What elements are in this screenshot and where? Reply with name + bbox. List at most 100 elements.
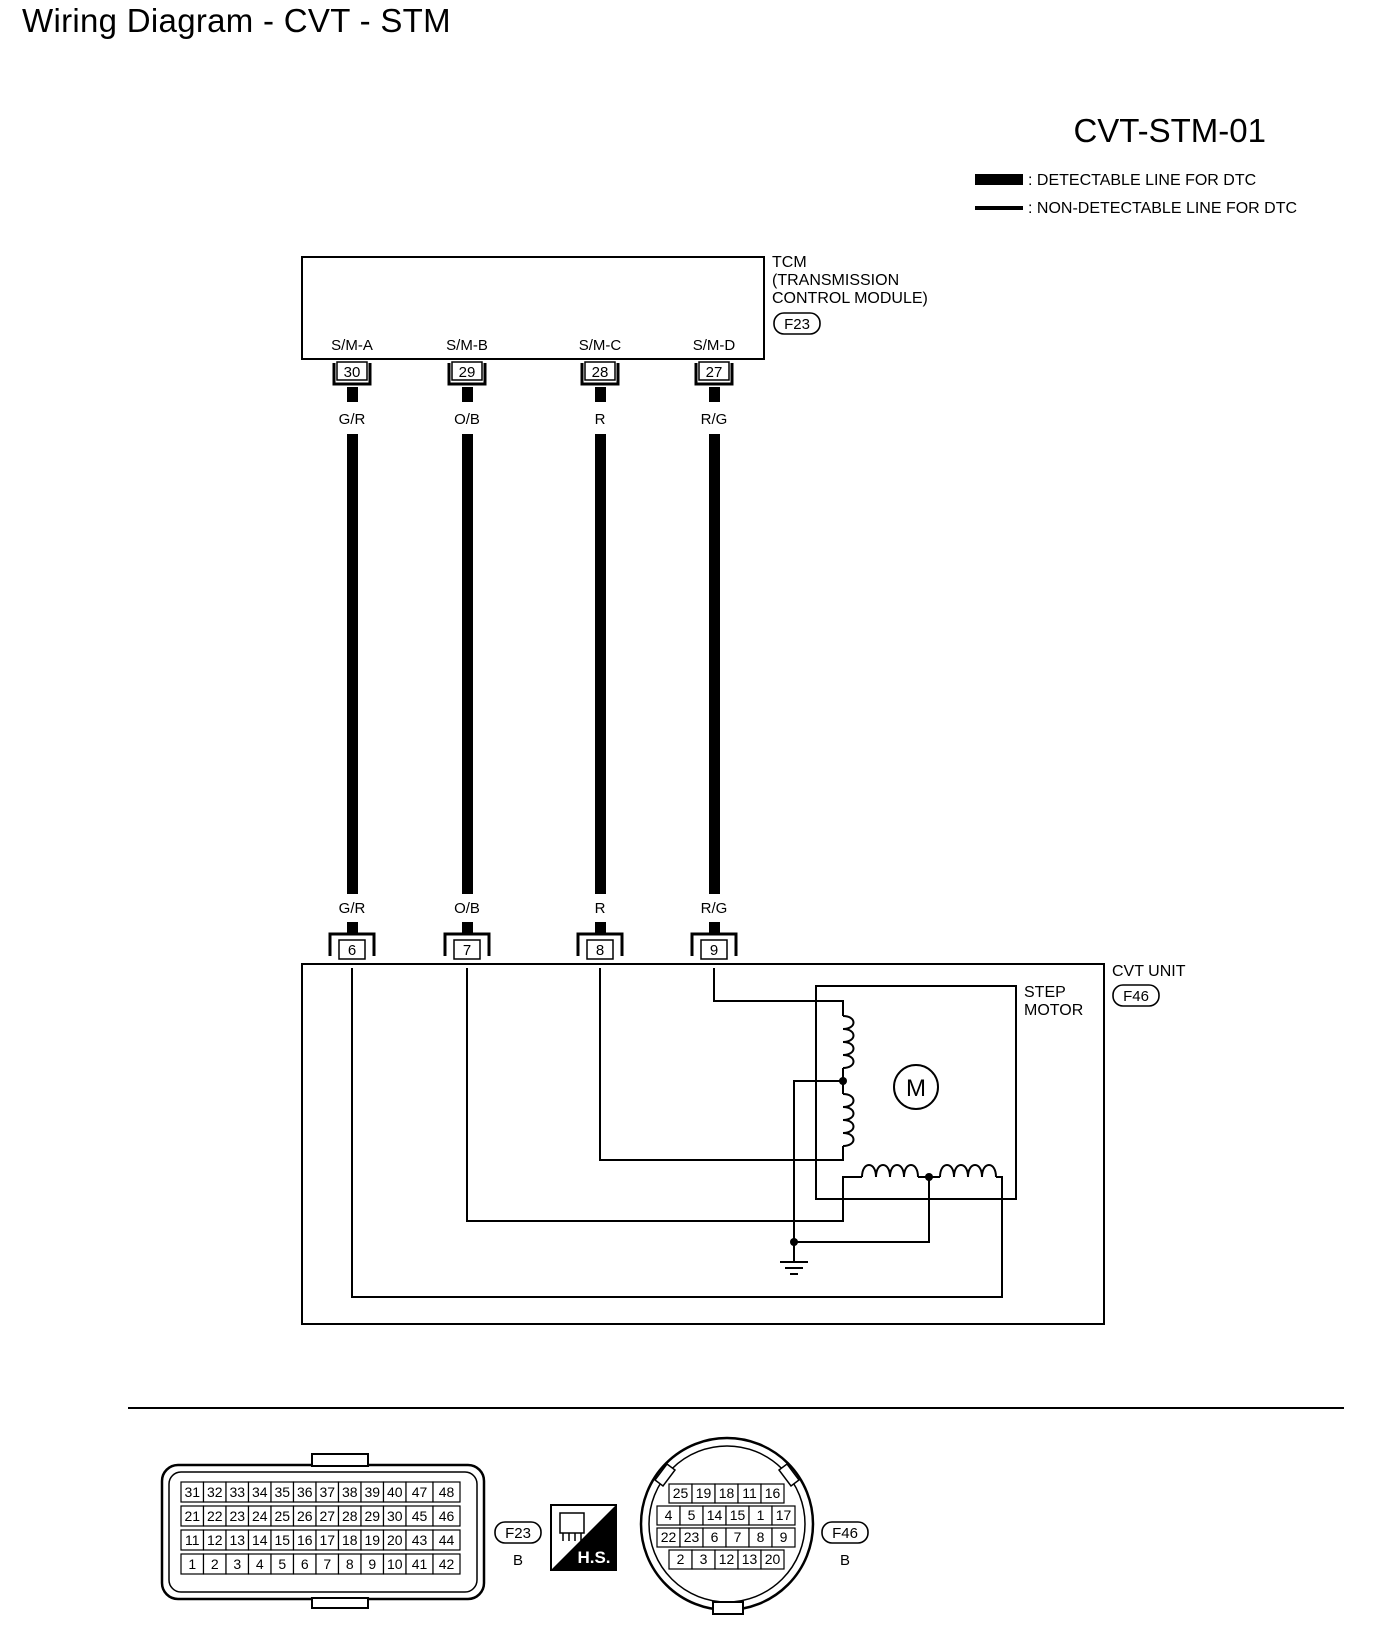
connector-pin-number: 14 xyxy=(252,1532,268,1548)
connector-pin-number: 1 xyxy=(757,1507,765,1523)
connector-pin-number: 19 xyxy=(364,1532,380,1548)
connector-pin-cell: 20 xyxy=(760,1549,785,1570)
harness-side-icon: H.S. xyxy=(550,1504,617,1571)
wire-color-bottom: R/G xyxy=(701,900,728,917)
tcm-pin-name: S/M-C xyxy=(579,337,622,354)
junction-dot xyxy=(790,1238,798,1246)
connector-pin-cell: 12 xyxy=(202,1529,227,1551)
connector-pin-cell: 32 xyxy=(202,1481,227,1503)
connector-pin-cell: 48 xyxy=(432,1481,461,1503)
connector-pin-number: 2 xyxy=(677,1551,685,1567)
f46-badge xyxy=(821,1521,869,1544)
connector-pin-number: 4 xyxy=(665,1507,673,1523)
tcm-pin-name: S/M-A xyxy=(331,337,373,354)
f23-label: F23 xyxy=(505,1525,531,1542)
connector-pin-cell: 20 xyxy=(382,1529,407,1551)
connector-pin-cell: 23 xyxy=(225,1505,250,1527)
internal-wiring xyxy=(351,968,1003,1298)
connector-pin-cell: 1 xyxy=(748,1505,773,1526)
connector-pin-number: 22 xyxy=(661,1529,677,1545)
connector-pin-number: 5 xyxy=(688,1507,696,1523)
connector-pin-number: 9 xyxy=(780,1529,788,1545)
connector-pin-number: 23 xyxy=(684,1529,700,1545)
connector-pin-cell: 16 xyxy=(760,1483,785,1504)
coil-right xyxy=(939,1164,997,1178)
connector-pin-number: 23 xyxy=(229,1508,245,1524)
tcm-pin-3: S/M-C 28 R R xyxy=(579,337,622,917)
connector-pin-cell: 36 xyxy=(292,1481,317,1503)
connector-pin-number: 31 xyxy=(184,1484,200,1500)
connector-pin-number: 28 xyxy=(342,1508,358,1524)
hs-label: H.S. xyxy=(577,1548,610,1567)
cvt-pin-4: 9 xyxy=(690,922,738,960)
tcm-module: TCM (TRANSMISSION CONTROL MODULE) F23 xyxy=(301,254,928,360)
tcm-connector-label: F23 xyxy=(784,316,810,333)
coil-upper xyxy=(842,1015,855,1069)
tcm-pin-name: S/M-B xyxy=(446,337,488,354)
connector-pin-number: 40 xyxy=(387,1484,403,1500)
junction-dot xyxy=(925,1173,933,1181)
wire-o-b xyxy=(462,434,473,894)
connector-pin-number: 7 xyxy=(734,1529,742,1545)
motor-symbol xyxy=(893,1064,939,1110)
wire-color-bottom: O/B xyxy=(454,900,480,917)
connector-pin-number: 16 xyxy=(765,1485,781,1501)
connector-pin-number: 38 xyxy=(342,1484,358,1500)
connector-pin-cell: 46 xyxy=(432,1505,461,1527)
connector-pin-number: 7 xyxy=(323,1556,331,1572)
step-motor-label: STEP xyxy=(1024,984,1066,1001)
connector-pin-cell: 11 xyxy=(180,1529,205,1551)
tcm-pin-number: 27 xyxy=(706,364,723,381)
wire-g-r xyxy=(347,434,358,894)
cvt-pin-number: 8 xyxy=(596,942,604,959)
connector-pin-number: 3 xyxy=(233,1556,241,1572)
cvt-pin-number: 9 xyxy=(710,942,718,959)
connector-pin-number: 15 xyxy=(274,1532,290,1548)
connector-pin-number: 36 xyxy=(297,1484,313,1500)
connector-pin-cell: 12 xyxy=(714,1549,739,1570)
legend-detectable-label: : DETECTABLE LINE FOR DTC xyxy=(1028,172,1256,189)
tcm-pin-1: S/M-A 30 G/R G/R xyxy=(331,337,373,917)
connector-pin-number: 14 xyxy=(707,1507,723,1523)
connector-pin-cell: 16 xyxy=(292,1529,317,1551)
connector-pin-cell: 34 xyxy=(247,1481,272,1503)
connector-pin-cell: 2 xyxy=(668,1549,693,1570)
connector-pin-number: 13 xyxy=(229,1532,245,1548)
connector-pin-cell: 4 xyxy=(247,1553,272,1575)
connector-pin-number: 2 xyxy=(211,1556,219,1572)
connector-pin-number: 3 xyxy=(700,1551,708,1567)
diagram-code: CVT-STM-01 xyxy=(1073,112,1266,149)
connector-pin-cell: 44 xyxy=(432,1529,461,1551)
connector-pin-cell: 17 xyxy=(315,1529,340,1551)
connector-pin-number: 26 xyxy=(297,1508,313,1524)
wire-r xyxy=(595,434,606,894)
connector-pin-cell: 22 xyxy=(656,1527,681,1548)
connector-pin-cell: 43 xyxy=(405,1529,434,1551)
connector-pin-cell: 5 xyxy=(679,1505,704,1526)
connector-pin-number: 15 xyxy=(730,1507,746,1523)
tcm-connector-badge xyxy=(773,312,821,335)
connector-pin-number: 11 xyxy=(742,1485,757,1501)
connector-pin-number: 18 xyxy=(719,1485,735,1501)
tcm-pin-number: 30 xyxy=(344,364,361,381)
connector-pin-number: 1 xyxy=(188,1556,196,1572)
connector-pin-number: 24 xyxy=(252,1508,268,1524)
connector-pin-cell: 27 xyxy=(315,1505,340,1527)
connector-pin-cell: 21 xyxy=(180,1505,205,1527)
f23-color: B xyxy=(513,1552,523,1569)
connector-pin-number: 45 xyxy=(412,1508,428,1524)
connector-pin-number: 33 xyxy=(229,1484,245,1500)
connector-pin-number: 47 xyxy=(412,1484,428,1500)
connector-pin-number: 46 xyxy=(439,1508,455,1524)
motor-symbol-label: M xyxy=(906,1075,926,1102)
tcm-pin-4: S/M-D 27 R/G R/G xyxy=(693,337,736,917)
wire-color-bottom: G/R xyxy=(339,900,366,917)
tcm-pin-number: 28 xyxy=(592,364,609,381)
connector-pin-cell: 13 xyxy=(737,1549,762,1570)
tcm-box xyxy=(301,256,765,360)
connector-pin-number: 48 xyxy=(439,1484,455,1500)
tcm-pin-number: 29 xyxy=(459,364,476,381)
